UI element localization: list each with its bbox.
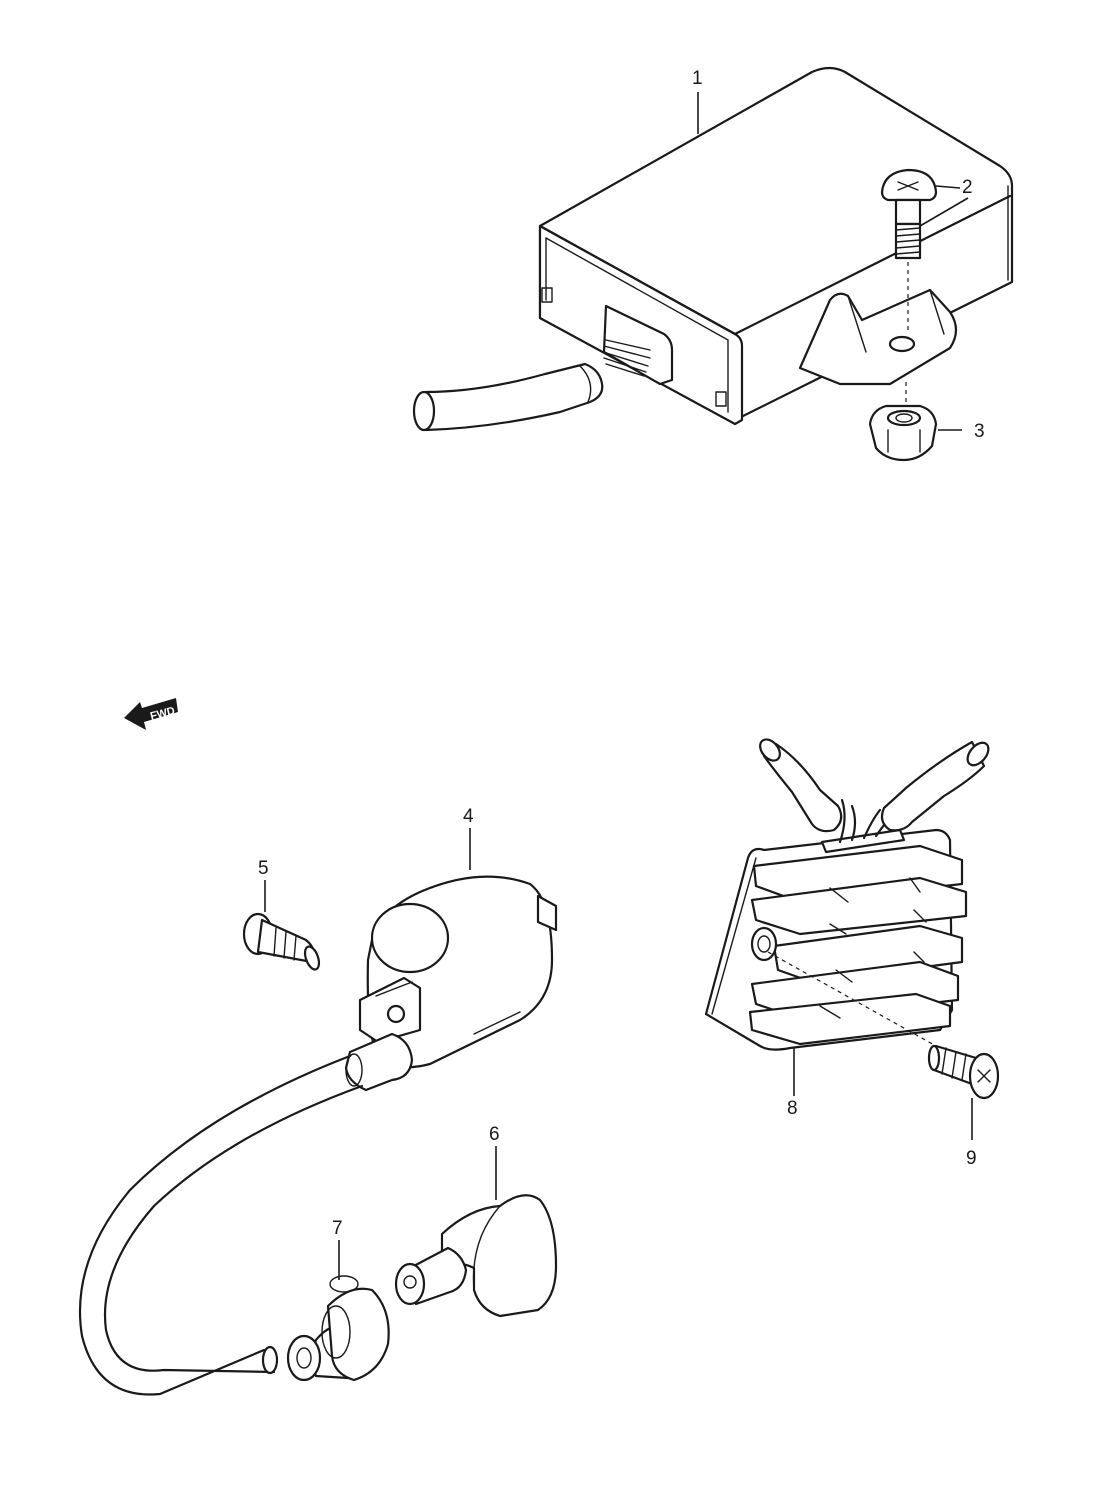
high-tension-lead — [78, 1054, 364, 1396]
coil-bolt — [242, 912, 321, 971]
callout-1: 1 — [692, 68, 703, 89]
flange-nut — [868, 382, 938, 462]
front-arrow-label: FWD — [149, 705, 176, 723]
callout-4: 4 — [463, 806, 474, 827]
regulator-rectifier — [704, 738, 990, 1051]
callout-3: 3 — [974, 421, 985, 442]
callout-7: 7 — [332, 1218, 343, 1239]
callout-5: 5 — [258, 858, 269, 879]
callout-6: 6 — [489, 1124, 500, 1145]
callouts: 1 2 3 4 5 6 7 8 9 — [258, 68, 985, 1280]
mounting-screw — [880, 168, 938, 334]
plug-cap-seal — [286, 1275, 390, 1382]
callout-2: 2 — [962, 177, 973, 198]
spark-plug-cap — [394, 1194, 558, 1318]
cdi-unit — [412, 66, 1014, 432]
regulator-bolt — [767, 951, 1000, 1100]
ignition-coil — [344, 875, 558, 1092]
front-direction-arrow-icon: FWD — [124, 698, 178, 730]
callout-8: 8 — [787, 1098, 798, 1119]
callout-9: 9 — [966, 1148, 977, 1169]
